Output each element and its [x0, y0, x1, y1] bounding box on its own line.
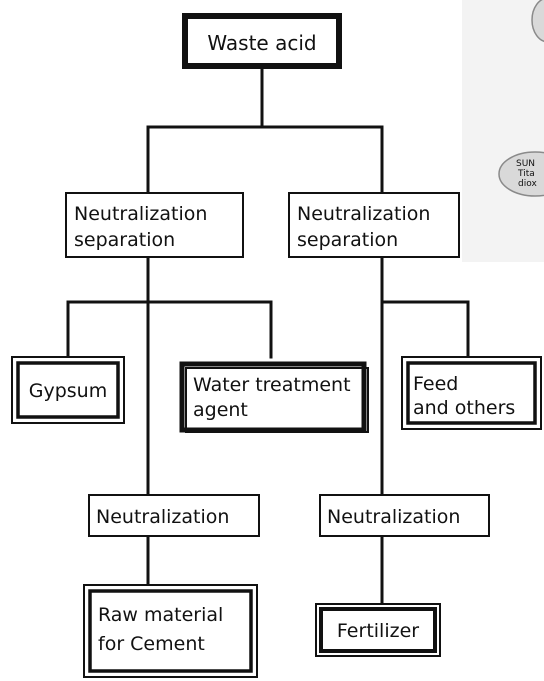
background-bleed: SUN Tita diox — [462, 0, 544, 262]
node-fertilizer-label: Fertilizer — [337, 620, 419, 642]
partial-oval-text-1: SUN — [516, 159, 535, 169]
node-neutralization-separation-left-line1: Neutralization — [74, 203, 207, 225]
partial-oval-text-2: Tita — [517, 169, 535, 179]
node-neutralization-separation-left-line2: separation — [74, 229, 175, 251]
node-water-treatment-agent-line2: agent — [193, 399, 248, 421]
node-neutralization-separation-right-line1: Neutralization — [297, 203, 430, 225]
node-water-treatment-agent-line1: Water treatment — [193, 374, 351, 396]
node-neutralization-right-label: Neutralization — [327, 506, 460, 528]
node-neutralization-left: Neutralization — [88, 494, 260, 537]
node-neutralization-separation-left: Neutralization separation — [65, 192, 244, 258]
node-fertilizer: Fertilizer — [315, 603, 441, 657]
node-feed-and-others: Feed and others — [401, 356, 542, 430]
node-neutralization-separation-right: Neutralization separation — [288, 192, 460, 258]
node-neutralization-left-label: Neutralization — [96, 506, 229, 528]
node-raw-material-cement-line2: for Cement — [98, 633, 205, 655]
connectors — [66, 64, 470, 606]
node-feed-and-others-line2: and others — [413, 397, 515, 419]
node-gypsum-label: Gypsum — [29, 380, 107, 402]
node-waste-acid-label: Waste acid — [207, 31, 316, 55]
node-waste-acid: Waste acid — [182, 13, 342, 69]
partial-oval-top — [531, 0, 544, 43]
partial-oval-text-3: diox — [518, 179, 537, 189]
node-gypsum: Gypsum — [11, 356, 125, 424]
node-raw-material-cement: Raw material for Cement — [83, 584, 258, 678]
node-neutralization-right: Neutralization — [319, 494, 490, 537]
node-raw-material-cement-line1: Raw material — [98, 604, 223, 626]
node-neutralization-separation-right-line2: separation — [297, 229, 398, 251]
node-feed-and-others-line1: Feed — [413, 373, 458, 395]
partial-oval-titanium — [498, 151, 544, 197]
node-water-treatment-agent: Water treatment agent — [179, 361, 369, 433]
